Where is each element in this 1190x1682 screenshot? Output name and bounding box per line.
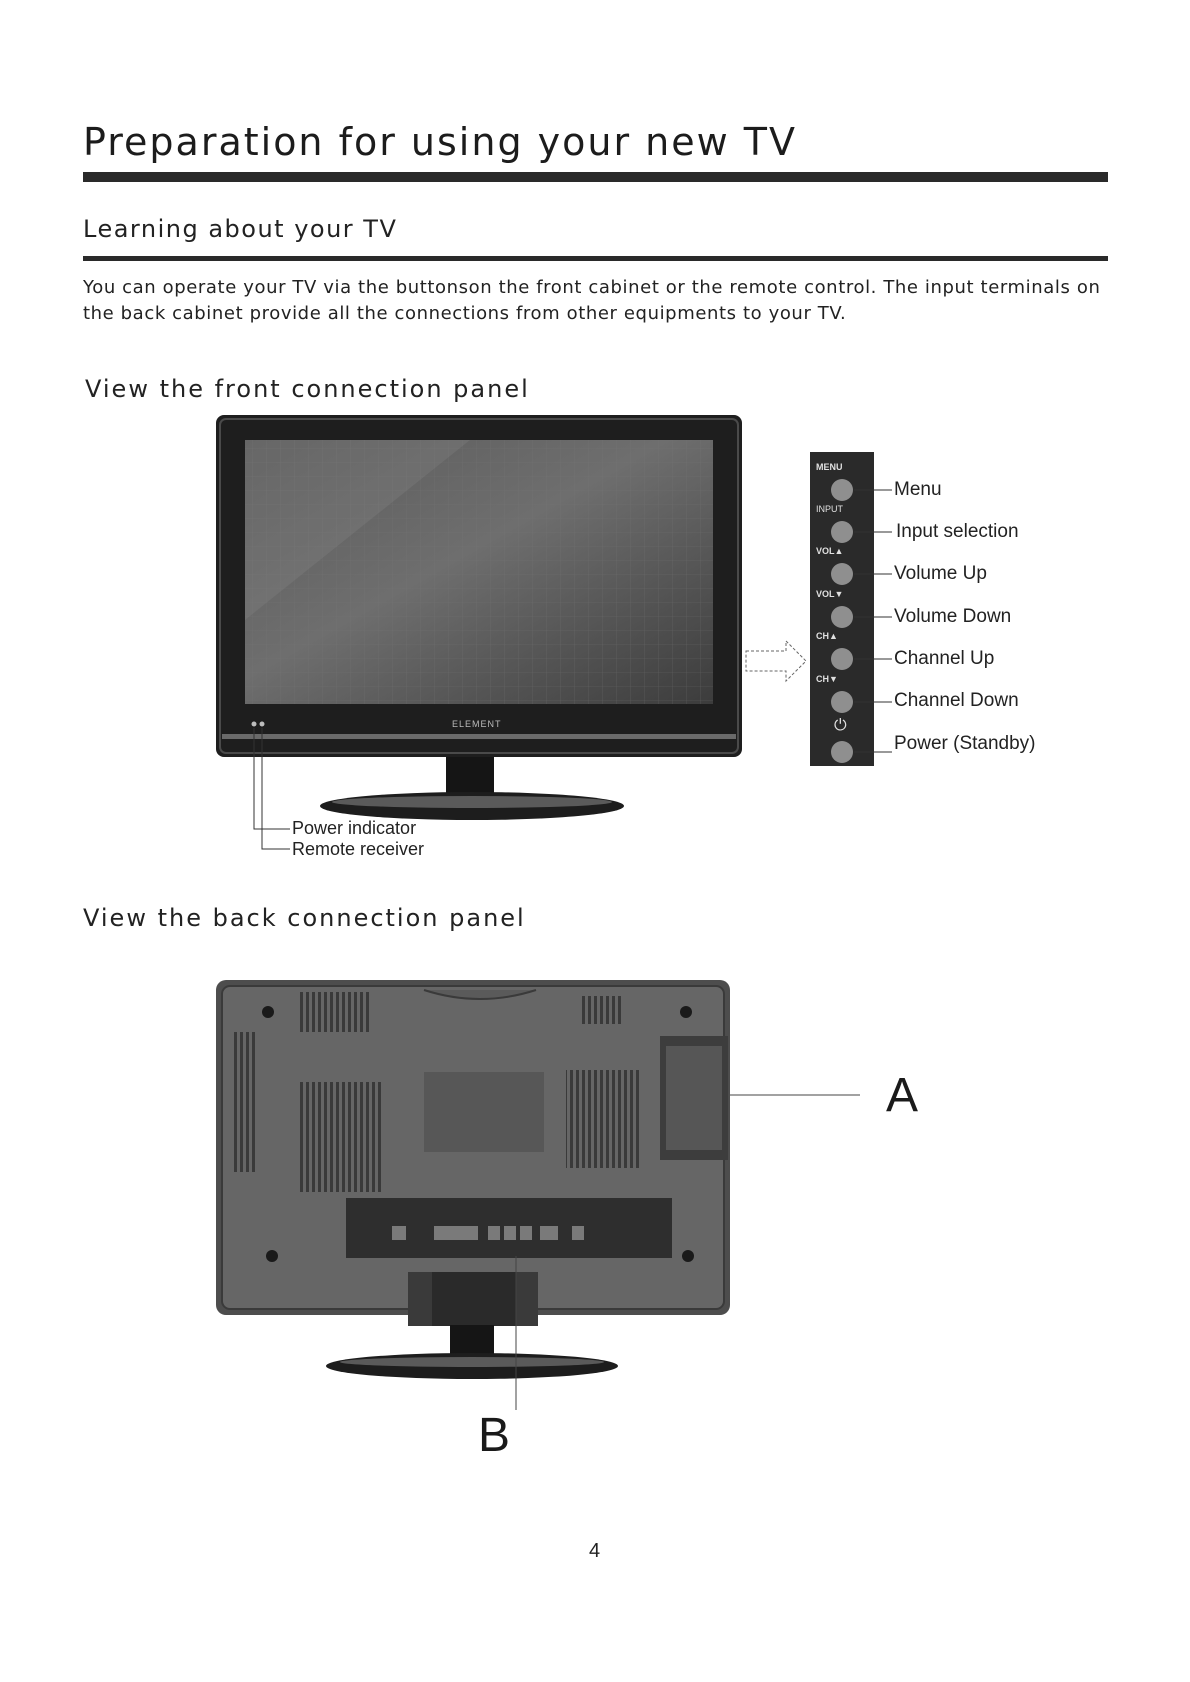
label-channel-down: Channel Down: [894, 690, 1019, 711]
label-menu: Menu: [894, 479, 942, 500]
label-volume-up: Volume Up: [894, 563, 987, 584]
callout-label-b: B: [478, 1409, 511, 1462]
callout-label-a: A: [886, 1069, 919, 1122]
label-power-standby: Power (Standby): [894, 733, 1036, 754]
front-panel-heading: View the front connection panel: [85, 375, 530, 403]
power-indicator-dot: [251, 721, 257, 727]
remote-receiver-dot: [259, 721, 265, 727]
strip-tag-menu: MENU: [816, 462, 843, 472]
label-power-indicator: Power indicator: [292, 818, 417, 838]
strip-tag-vol-down: VOL▼: [816, 589, 844, 599]
section-subtitle: Learning about your TV: [83, 215, 398, 243]
strip-buttons: [831, 479, 853, 763]
back-panel-heading: View the back connection panel: [83, 904, 526, 932]
strip-tag-input: INPUT: [816, 504, 843, 514]
zoom-arrow-icon: [745, 639, 807, 683]
power-icon: ⏻: [834, 715, 847, 734]
title-divider: [83, 172, 1108, 182]
strip-tag-ch-down: CH▼: [816, 674, 838, 684]
label-channel-up: Channel Up: [894, 648, 995, 669]
strip-tag-vol-up: VOL▲: [816, 546, 844, 556]
strip-tag-ch-up: CH▲: [816, 631, 838, 641]
label-input-selection: Input selection: [896, 521, 1019, 542]
brand-logo: ELEMENT: [452, 719, 502, 729]
intro-paragraph: You can operate your TV via the buttonso…: [83, 277, 1101, 324]
label-remote-receiver: Remote receiver: [292, 839, 425, 859]
page-number: 4: [589, 1540, 601, 1562]
page-title: Preparation for using your new TV: [83, 120, 798, 164]
label-volume-down: Volume Down: [894, 606, 1012, 627]
subtitle-divider: [83, 256, 1108, 261]
